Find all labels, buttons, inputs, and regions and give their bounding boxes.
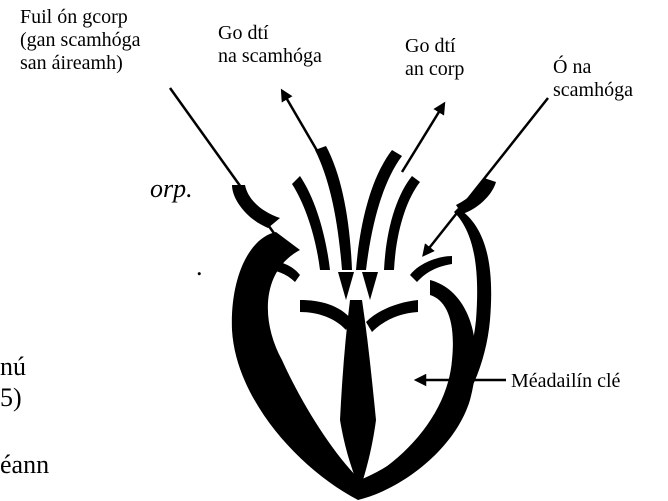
arrow-to-lungs — [284, 94, 326, 166]
valve-right — [410, 256, 452, 282]
valve-center-left — [338, 272, 354, 300]
aorta-right-wall — [384, 176, 420, 270]
septum-upper-right — [366, 300, 418, 332]
left-ventricle-wall — [358, 280, 476, 500]
arrow-to-body — [402, 107, 442, 172]
arrow-from-lungs — [426, 98, 548, 252]
left-atrium-wall — [456, 178, 496, 214]
arrow-blood-from-body — [170, 88, 286, 250]
valve-center-right — [362, 272, 378, 300]
heart-outline — [232, 146, 496, 500]
septum-upper-left — [300, 300, 352, 330]
pulmonary-artery-right-wall — [292, 176, 330, 270]
